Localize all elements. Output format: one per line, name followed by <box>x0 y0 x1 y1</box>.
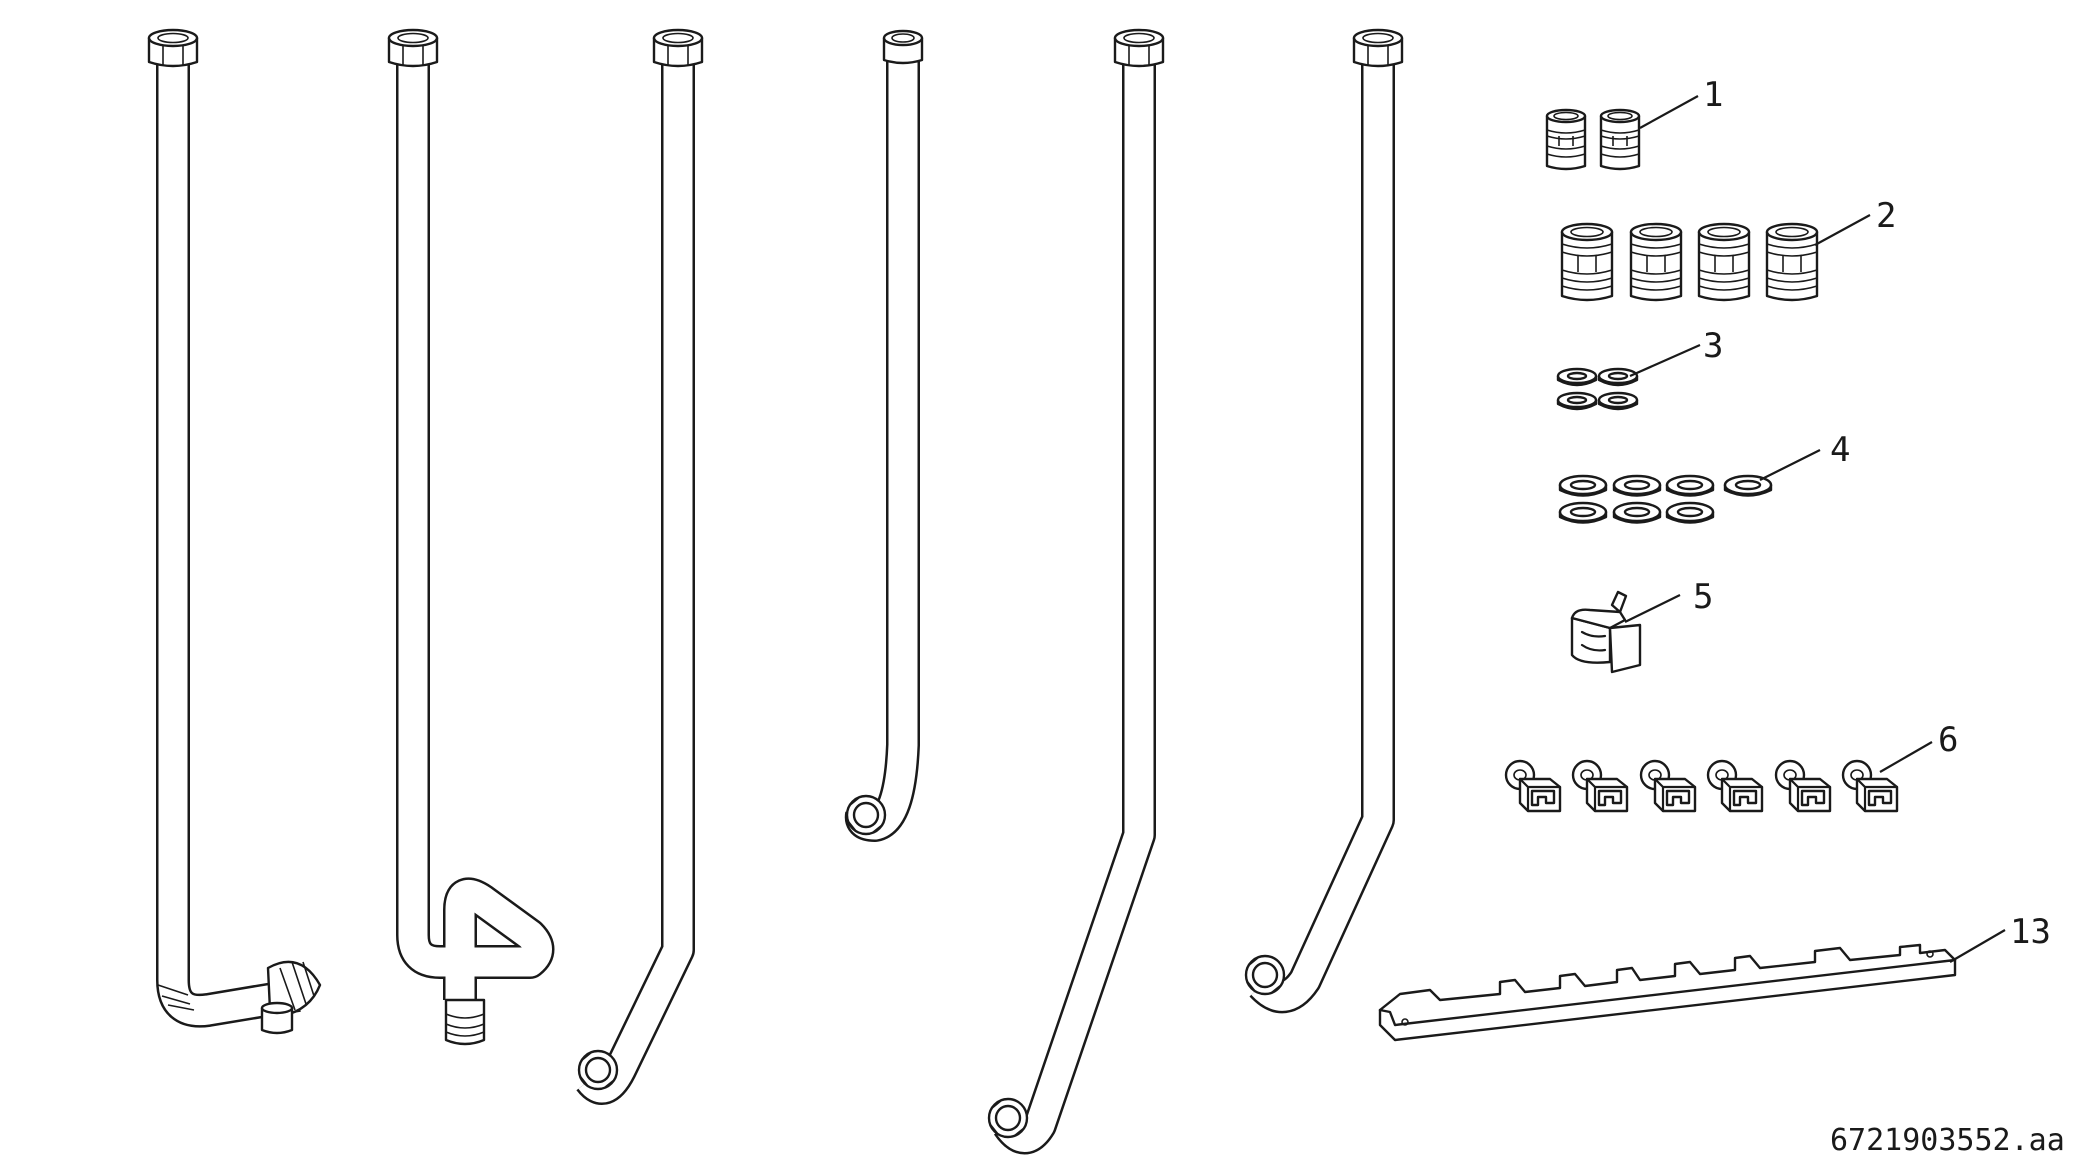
nipple-large-group <box>1560 214 1871 302</box>
pipe-2 <box>387 28 555 1046</box>
nipple-small <box>1599 108 1641 171</box>
washer-large <box>1612 474 1662 497</box>
pipe-clamp <box>1706 759 1764 813</box>
pipe-clamp <box>1639 759 1697 813</box>
washer-large-group <box>1558 449 1821 524</box>
washer-small <box>1597 367 1639 387</box>
washer-large <box>1612 501 1662 524</box>
reference-code: 6721903552.aa <box>1830 1123 2065 1158</box>
nipple-large <box>1560 222 1614 302</box>
nipple-large <box>1765 222 1819 302</box>
pipe-5 <box>987 28 1165 1155</box>
callout-label-5: 5 <box>1693 577 1713 617</box>
pipe-6 <box>1244 28 1404 1014</box>
nipple-small-group <box>1545 95 1699 171</box>
callout-label-3: 3 <box>1703 326 1723 366</box>
washer-large <box>1558 474 1608 497</box>
washer-large <box>1665 474 1715 497</box>
nipple-large <box>1629 222 1683 302</box>
pipe-4 <box>844 29 924 842</box>
callout-label-2: 2 <box>1876 196 1896 236</box>
washer-small <box>1597 391 1639 411</box>
washer-large <box>1665 501 1715 524</box>
pipe-1 <box>147 28 322 1035</box>
callout-label-1: 1 <box>1703 75 1723 115</box>
washer-small-group <box>1556 343 1701 411</box>
washer-large <box>1558 501 1608 524</box>
callout-label-6: 6 <box>1938 720 1958 760</box>
pipe-clamp <box>1571 759 1629 813</box>
pipe-clamp <box>1504 759 1562 813</box>
pipe-clamp <box>1774 759 1832 813</box>
callout-label-4: 4 <box>1830 430 1850 470</box>
nipple-small <box>1545 108 1587 171</box>
pipe-clamp-group <box>1504 741 1933 813</box>
pipe-clamp <box>1841 759 1899 813</box>
mounting-rail <box>1378 929 2006 1042</box>
washer-small <box>1556 391 1598 411</box>
nipple-large <box>1697 222 1751 302</box>
clip <box>1570 590 1681 674</box>
washer-small <box>1556 367 1598 387</box>
pipe-3 <box>576 28 704 1105</box>
callout-label-13: 13 <box>2010 912 2051 952</box>
